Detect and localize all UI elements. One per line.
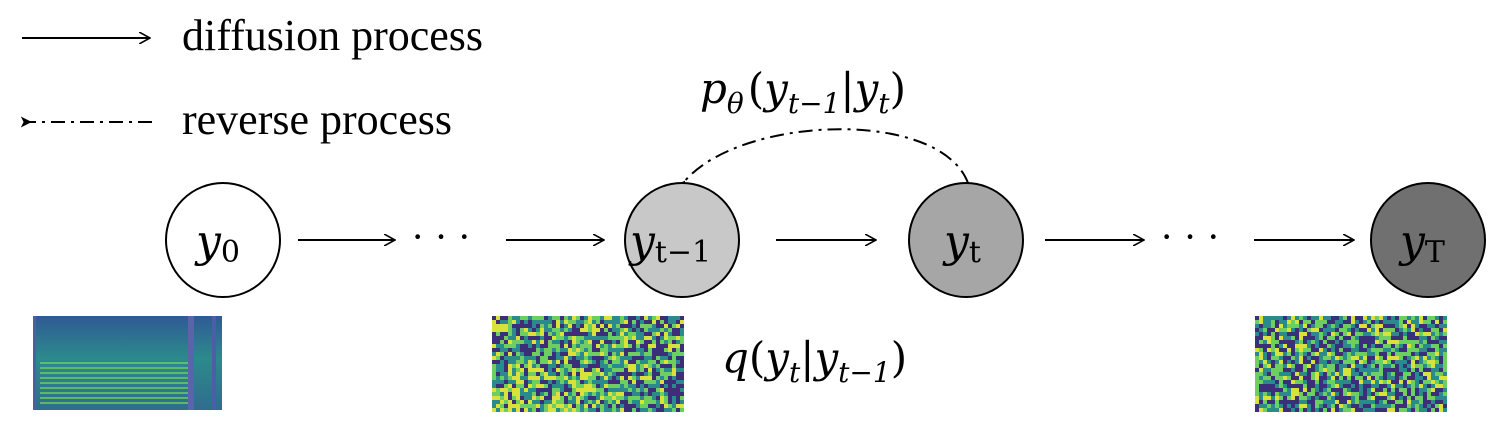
node-circle xyxy=(624,182,740,298)
node-label: y0 xyxy=(194,216,240,270)
node-circle xyxy=(165,182,281,298)
reverse-curved-arrow xyxy=(673,128,969,193)
legend-reverse-label: reverse process xyxy=(182,95,452,144)
partially-noised-spectrogram xyxy=(492,316,684,412)
node-circle xyxy=(908,182,1024,298)
ellipsis: · · · xyxy=(411,214,471,259)
ellipsis: · · · xyxy=(1160,214,1220,259)
forward-chain: · · · · · · xyxy=(298,214,1354,259)
node-label: yt xyxy=(942,216,981,270)
reverse-transition-label: pθ(yt−1|yt) xyxy=(700,64,906,120)
clean-spectrogram xyxy=(33,316,222,410)
legend: diffusion process reverse process xyxy=(20,11,483,144)
forward-transition-label: q(yt|yt−1) xyxy=(722,333,907,389)
node-yt: yt xyxy=(908,182,1024,298)
node-circle xyxy=(1370,182,1486,298)
legend-forward-label: diffusion process xyxy=(182,11,483,60)
node-label: yT xyxy=(1398,216,1445,270)
node-y0: y0 xyxy=(165,182,281,298)
node-yT: yT xyxy=(1370,182,1486,298)
node-label: yt−1 xyxy=(628,216,711,270)
pure-noise-spectrogram xyxy=(1255,316,1447,412)
node-yt-minus-1: yt−1 xyxy=(624,182,740,298)
